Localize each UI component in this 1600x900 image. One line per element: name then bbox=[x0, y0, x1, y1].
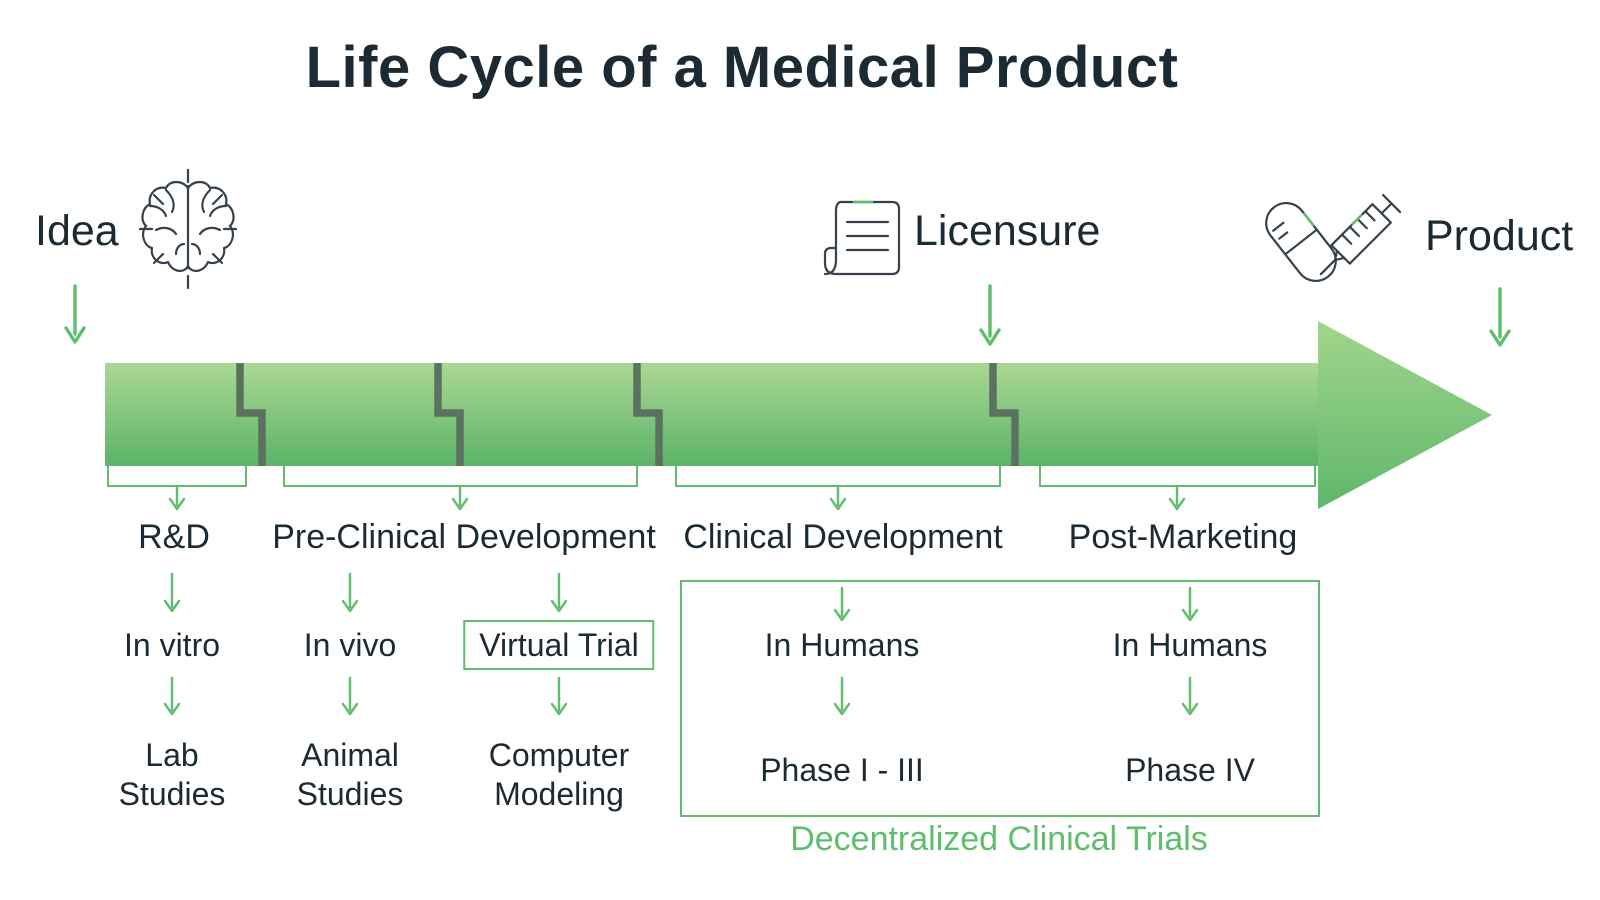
stage-label-rnd: R&D bbox=[138, 518, 210, 556]
bracket-clinical bbox=[675, 466, 1001, 487]
outcome-label-phase4: Phase IV bbox=[1125, 752, 1255, 788]
bracket-arrow-clinical bbox=[829, 485, 847, 511]
idea-rays bbox=[138, 168, 238, 290]
pill-and-syringe-icon bbox=[1265, 193, 1402, 283]
stage-divider-4 bbox=[989, 363, 1019, 466]
method-label-invitro: In vitro bbox=[123, 627, 221, 663]
method-label-inhumans-clinical: In Humans bbox=[764, 627, 920, 663]
idea-down-arrow bbox=[64, 284, 86, 344]
arrow-labstudies bbox=[163, 676, 181, 716]
bracket-postmarketing bbox=[1039, 466, 1316, 487]
arrow-phase4 bbox=[1181, 676, 1199, 716]
arrow-inhumans-clinical bbox=[833, 586, 851, 622]
bracket-rnd bbox=[107, 466, 247, 487]
arrow-virtualtrial bbox=[550, 572, 568, 613]
arrow-computermodeling bbox=[550, 676, 568, 716]
milestone-label-product: Product bbox=[1425, 212, 1574, 260]
brain-idea-icon bbox=[138, 168, 238, 290]
decentralized-trials-label: Decentralized Clinical Trials bbox=[790, 820, 1208, 858]
method-label-invivo: In vivo bbox=[303, 627, 397, 663]
milestone-label-licensure: Licensure bbox=[914, 207, 1101, 255]
stage-label-clinical: Clinical Development bbox=[683, 518, 1003, 556]
bracket-arrow-preclinical bbox=[451, 485, 469, 511]
licensure-down-arrow bbox=[979, 284, 1001, 346]
stage-divider-2 bbox=[434, 363, 464, 466]
arrow-invivo bbox=[341, 572, 359, 613]
outcome-label-phase1-3: Phase I - III bbox=[760, 752, 924, 788]
syringe-green-dash bbox=[1351, 214, 1363, 226]
timeline-arrowhead bbox=[1318, 321, 1492, 509]
page-title: Life Cycle of a Medical Product bbox=[305, 35, 1179, 100]
method-label-inhumans-postmarketing: In Humans bbox=[1112, 627, 1268, 663]
stage-divider-1 bbox=[236, 363, 266, 466]
arrow-invitro bbox=[163, 572, 181, 613]
outcome-label-labstudies: Lab Studies bbox=[118, 737, 226, 812]
arrow-phase1-3 bbox=[833, 676, 851, 716]
stage-divider-3 bbox=[633, 363, 663, 466]
product-down-arrow bbox=[1489, 287, 1511, 347]
milestone-label-idea: Idea bbox=[35, 207, 119, 255]
decentralized-trials-box bbox=[680, 580, 1320, 817]
stage-label-postmarketing: Post-Marketing bbox=[1068, 518, 1298, 556]
outcome-label-computermodeling: Computer Modeling bbox=[488, 737, 630, 812]
arrow-animalstudies bbox=[341, 676, 359, 716]
timeline-bar bbox=[105, 363, 1318, 466]
bracket-arrow-postmarketing bbox=[1168, 485, 1186, 511]
arrow-inhumans-postmarketing bbox=[1181, 586, 1199, 622]
bracket-arrow-rnd bbox=[168, 485, 186, 511]
bracket-preclinical bbox=[283, 466, 638, 487]
outcome-label-animalstudies: Animal Studies bbox=[296, 737, 404, 812]
license-document-icon bbox=[823, 200, 901, 276]
pill-green-dash bbox=[1303, 212, 1315, 227]
stage-label-preclinical: Pre-Clinical Development bbox=[272, 518, 656, 556]
method-label-virtualtrial: Virtual Trial bbox=[463, 620, 655, 670]
